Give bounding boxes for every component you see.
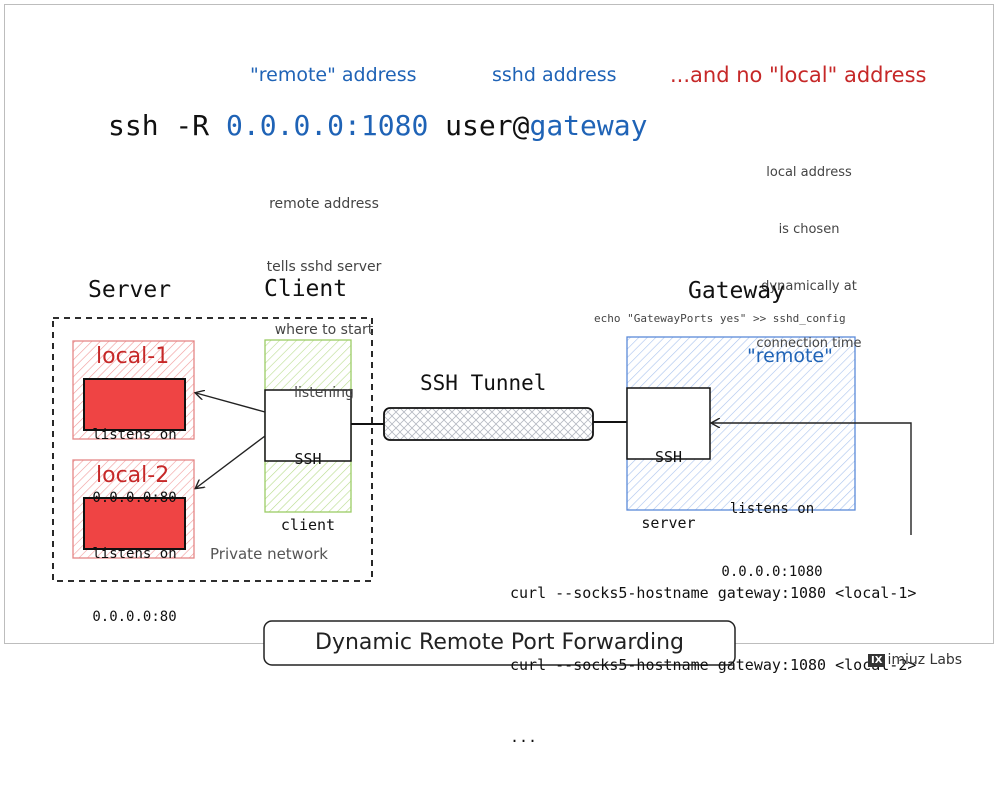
curl-command-ellipsis: ... — [510, 728, 538, 746]
logo-text: imiuz Labs — [887, 652, 963, 668]
gateway-listens-address: 0.0.0.0:1080 — [721, 564, 823, 580]
remote-note-line: listening — [294, 385, 354, 401]
local-2-listens-box — [83, 497, 186, 550]
private-network-label: Private network — [210, 545, 328, 563]
arrow-to-local-2 — [196, 435, 266, 488]
server-title: Server — [88, 277, 172, 303]
ssh-tunnel-label: SSH Tunnel — [420, 371, 547, 395]
local-2-listens-address: 0.0.0.0:80 — [92, 609, 177, 625]
gateway-title: Gateway — [688, 278, 785, 304]
ssh-server-line: server — [641, 514, 696, 532]
arrow-to-local-1 — [196, 393, 266, 413]
curl-commands: curl --socks5-hostname gateway:1080 <loc… — [510, 533, 916, 797]
local-address-note: local address is chosen dynamically at c… — [729, 125, 889, 391]
local-note-line: connection time — [756, 336, 862, 351]
remote-address-label: "remote" address — [250, 64, 417, 86]
local-1-listens-label: listens on — [92, 427, 177, 443]
no-local-address-label: ...and no "local" address — [670, 63, 927, 87]
client-title: Client — [264, 276, 348, 302]
command-prefix: ssh -R — [108, 109, 227, 142]
gateway-config-command: echo "GatewayPorts yes" >> sshd_config — [594, 312, 846, 325]
ssh-command: ssh -R 0.0.0.0:1080 user@gateway — [108, 109, 647, 142]
private-network-box — [52, 317, 373, 582]
local-1-listens-box — [83, 378, 186, 431]
command-user-at: user@ — [428, 109, 530, 142]
remote-note-line: tells sshd server — [266, 259, 382, 275]
local-note-line: local address — [766, 165, 852, 180]
curl-command-line: curl --socks5-hostname gateway:1080 <loc… — [510, 584, 917, 602]
local-2-title: local-2 — [96, 463, 170, 488]
local-1-title: local-1 — [96, 344, 170, 369]
ssh-server-label: SSH server — [627, 402, 710, 578]
local-note-line: is chosen — [778, 222, 840, 237]
remote-address-note: remote address tells sshd server where t… — [224, 152, 424, 446]
ssh-client-box — [264, 389, 352, 462]
footer-title: Dynamic Remote Port Forwarding — [315, 630, 684, 655]
local-2-listens-label: listens on — [92, 546, 177, 562]
curl-command-line: curl --socks5-hostname gateway:1080 <loc… — [510, 656, 917, 674]
logo-mark: IX — [868, 654, 886, 667]
ssh-client-label: SSH client — [265, 404, 351, 580]
local-note-line: dynamically at — [761, 279, 857, 294]
local-1-listens-address: 0.0.0.0:80 — [92, 490, 177, 506]
footer-title-box — [263, 620, 736, 666]
ssh-client-line: SSH — [294, 450, 322, 468]
ssh-client-line: client — [280, 516, 336, 534]
ssh-server-line: SSH — [654, 448, 683, 466]
gateway-listens-label: listens on — [729, 501, 815, 517]
command-host: gateway — [529, 109, 648, 142]
local-2-listens: listens on 0.0.0.0:80 — [84, 502, 185, 670]
remote-note-line: where to start — [274, 322, 374, 338]
command-remote-address: 0.0.0.0:1080 — [226, 109, 429, 142]
gateway-listens: listens on 0.0.0.0:1080 — [716, 457, 828, 625]
ssh-server-box — [626, 387, 711, 460]
diagram-canvas: "remote" address sshd address ...and no … — [4, 4, 994, 746]
gateway-remote-label: "remote" — [747, 345, 833, 367]
ssh-tunnel-pipe — [383, 407, 594, 441]
diagram-shapes — [52, 317, 912, 666]
local-1-listens: listens on 0.0.0.0:80 — [84, 383, 185, 551]
sshd-address-label: sshd address — [492, 64, 617, 86]
remote-note-line: remote address — [269, 196, 379, 212]
arrow-curl-to-server — [712, 423, 912, 535]
